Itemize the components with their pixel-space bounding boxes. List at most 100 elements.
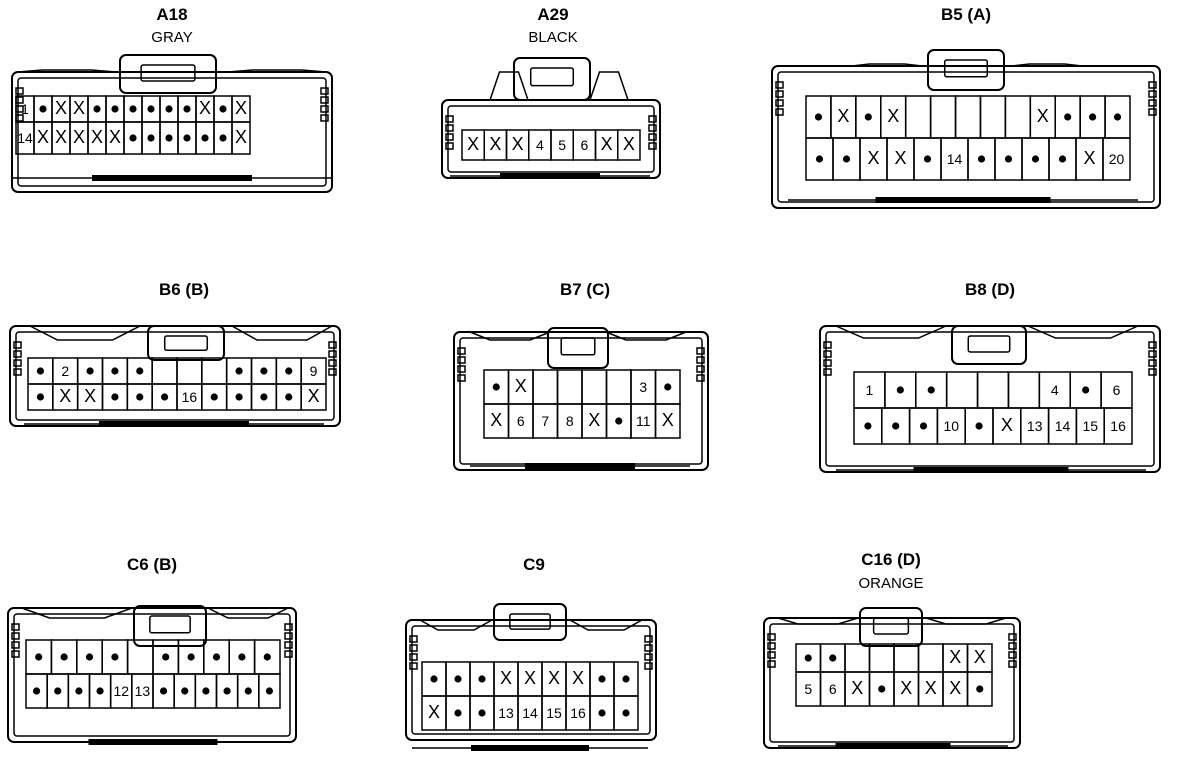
side-rib <box>1008 642 1017 650</box>
lock-latch <box>927 49 1005 91</box>
cavity <box>532 369 559 405</box>
side-rib <box>11 641 20 649</box>
connector-title: C9 <box>523 555 545 574</box>
pin-number: 3 <box>639 379 647 395</box>
terminal-dot <box>815 155 824 163</box>
connector-housing <box>453 331 709 471</box>
terminal-dot <box>181 687 189 695</box>
terminal-dot <box>238 653 246 661</box>
side-rib <box>767 642 776 650</box>
side-rib <box>1148 341 1157 349</box>
cavity <box>966 671 993 707</box>
cavity <box>904 95 932 139</box>
connector-title: B8 (D) <box>965 280 1015 299</box>
housing-shoulder <box>851 63 923 67</box>
side-rib <box>1148 99 1157 107</box>
side-rib <box>823 368 832 376</box>
terminal-dot <box>923 155 932 163</box>
pin-number: 13 <box>498 705 514 721</box>
side-rib <box>644 653 653 661</box>
housing-shoulder <box>21 607 133 619</box>
pin-number: 14 <box>947 151 963 167</box>
terminal-dot <box>1031 155 1040 163</box>
terminal-dot <box>454 675 462 683</box>
terminal-dot <box>183 105 191 113</box>
side-rib <box>320 114 329 122</box>
lock-latch-tab <box>967 335 1011 353</box>
lock-latch <box>513 57 591 101</box>
side-rib <box>11 632 20 640</box>
unused-cavity-mark: X <box>73 127 85 147</box>
side-rib <box>284 632 293 640</box>
unused-cavity-mark: X <box>974 647 986 667</box>
terminal-dot <box>454 709 462 717</box>
housing-inner-wall <box>459 337 703 465</box>
unused-cavity-mark: X <box>73 98 85 118</box>
connector-title: A29 <box>537 5 568 24</box>
housing-shoulder <box>207 607 289 619</box>
terminal-dot <box>219 105 227 113</box>
side-rib <box>1148 90 1157 98</box>
cavity <box>1102 137 1131 181</box>
housing-inner-wall <box>777 71 1155 203</box>
pin-number: 14 <box>1055 418 1071 434</box>
unused-cavity-mark: X <box>467 134 479 154</box>
cavity <box>151 357 178 385</box>
terminal-dot <box>478 675 486 683</box>
side-rib <box>445 142 454 150</box>
terminal-dot <box>1058 155 1067 163</box>
lock-latch <box>493 603 567 641</box>
terminal-dot <box>842 155 851 163</box>
unused-cavity-mark: X <box>949 647 961 667</box>
terminal-dot <box>32 687 41 695</box>
unused-cavity-mark: X <box>601 134 613 154</box>
unused-cavity-mark: X <box>515 376 527 396</box>
cavity <box>300 383 327 411</box>
lock-latch-tab <box>509 613 551 630</box>
terminal-dot <box>86 367 94 375</box>
terminal-dot <box>478 709 486 717</box>
housing-inner-wall <box>13 613 291 737</box>
housing-shoulder <box>231 325 333 341</box>
cavity <box>1004 95 1032 139</box>
housing-shoulder <box>925 617 1007 625</box>
side-rib <box>13 359 22 367</box>
side-rib <box>1008 633 1017 641</box>
side-rib <box>445 133 454 141</box>
unused-cavity-mark: X <box>500 668 512 688</box>
terminal-dot <box>75 687 83 695</box>
connector-housing <box>819 325 1161 473</box>
cavity <box>176 357 203 385</box>
cavity <box>979 95 1007 139</box>
unused-cavity-mark: X <box>55 127 67 147</box>
connector-title: B6 (B) <box>159 280 209 299</box>
side-rib <box>13 368 22 376</box>
side-rib <box>823 341 832 349</box>
pin-number: 13 <box>1027 418 1043 434</box>
connector-title: B5 (A) <box>941 5 991 24</box>
lock-latch-tab <box>560 337 596 356</box>
pin-number: 5 <box>558 137 566 153</box>
connector-housing <box>9 325 341 427</box>
side-rib <box>1148 368 1157 376</box>
housing-inner-wall <box>411 625 651 735</box>
pin-number: 16 <box>182 389 198 405</box>
unused-cavity-mark: X <box>867 148 879 168</box>
lock-latch-tab <box>140 64 196 82</box>
side-rib <box>11 623 20 631</box>
pin-number: 15 <box>546 705 562 721</box>
terminal-dot <box>111 367 119 375</box>
unused-cavity-mark: X <box>894 148 906 168</box>
side-rib <box>445 124 454 132</box>
side-rib <box>644 635 653 643</box>
side-rib <box>284 623 293 631</box>
terminal-dot <box>804 654 812 662</box>
terminal-dot <box>183 134 191 142</box>
terminal-dot <box>1004 155 1013 163</box>
side-rib <box>823 359 832 367</box>
cavity <box>917 643 944 673</box>
terminal-dot <box>598 709 606 717</box>
